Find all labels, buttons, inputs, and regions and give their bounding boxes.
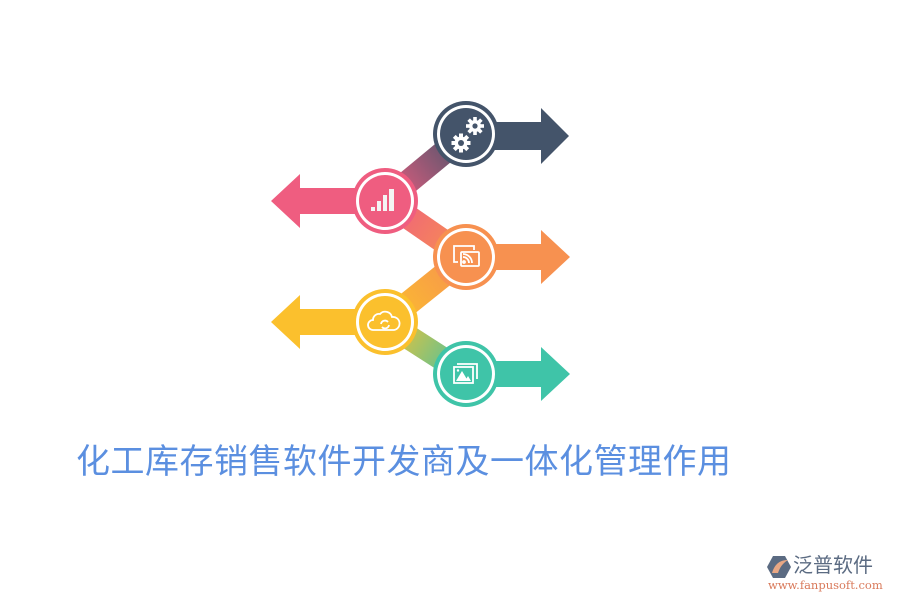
step-2-node: [352, 168, 418, 234]
brand-name: 泛普软件: [793, 553, 873, 577]
gears-icon: [451, 117, 484, 153]
step-1-node: [433, 101, 499, 167]
step-3-node: [433, 224, 499, 290]
page-title: 化工库存销售软件开发商及一体化管理作用: [76, 442, 732, 482]
zigzag-process-diagram: [271, 101, 570, 407]
arrow-left-step-2: [271, 174, 385, 228]
cloud-sync-icon: [367, 310, 401, 331]
arrow-right-step-5: [466, 347, 570, 401]
image-gallery-icon: [453, 363, 478, 384]
fanpu-logo-icon: [767, 556, 791, 578]
step-4-node: [352, 289, 418, 355]
arrow-left-step-4: [271, 295, 385, 349]
brand-logo[interactable]: 泛普软件 www.fanpusoft.com: [766, 553, 896, 593]
screen-cast-icon: [453, 245, 480, 267]
bar-chart-icon: [371, 189, 394, 211]
brand-url[interactable]: www.fanpusoft.com: [768, 578, 883, 592]
step-5-node: [433, 341, 499, 407]
arrow-right-step-3: [466, 230, 570, 284]
